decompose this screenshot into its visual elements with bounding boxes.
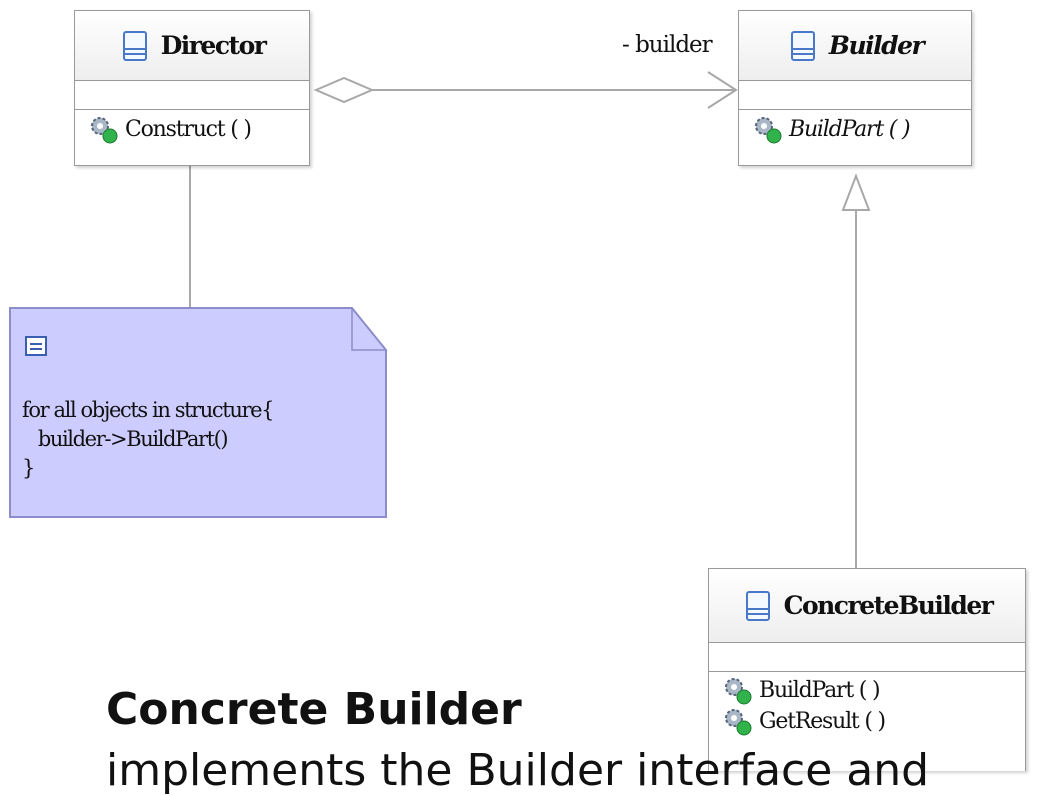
navigability-arrowhead bbox=[707, 71, 738, 109]
method-gear-icon bbox=[725, 677, 752, 704]
aggregation-diamond bbox=[313, 76, 375, 104]
builder-class[interactable]: Builder BuildPart ( ) bbox=[738, 10, 972, 166]
class-name: ConcreteBuilder bbox=[783, 591, 994, 620]
operation-buildpart[interactable]: BuildPart ( ) bbox=[723, 675, 1025, 706]
class-name: Builder bbox=[828, 31, 925, 60]
class-icon bbox=[790, 30, 815, 61]
class-header: ConcreteBuilder bbox=[709, 569, 1025, 643]
operations-compartment: BuildPart ( ) bbox=[739, 110, 971, 145]
class-header: Director bbox=[75, 11, 309, 81]
attributes-compartment bbox=[75, 81, 309, 110]
attributes-compartment bbox=[739, 81, 971, 110]
attributes-compartment bbox=[709, 643, 1025, 672]
association-role-label: - builder bbox=[622, 32, 713, 58]
method-gear-icon bbox=[91, 116, 118, 143]
slide-heading: Concrete Builder bbox=[106, 684, 522, 735]
operation-label: Construct ( ) bbox=[125, 117, 252, 142]
class-icon bbox=[122, 30, 147, 61]
generalization-arrowhead bbox=[841, 173, 871, 211]
operations-compartment: Construct ( ) bbox=[75, 110, 309, 145]
method-gear-icon bbox=[755, 116, 782, 143]
operation-label: GetResult ( ) bbox=[759, 709, 886, 734]
note-shape[interactable] bbox=[9, 307, 387, 518]
class-name: Director bbox=[160, 31, 267, 60]
operation-label: BuildPart ( ) bbox=[759, 678, 881, 703]
operation-construct[interactable]: Construct ( ) bbox=[89, 114, 309, 145]
operation-getresult[interactable]: GetResult ( ) bbox=[723, 706, 1025, 737]
method-gear-icon bbox=[725, 708, 752, 735]
operation-buildpart[interactable]: BuildPart ( ) bbox=[753, 114, 971, 145]
operation-label: BuildPart ( ) bbox=[789, 117, 911, 142]
director-class[interactable]: Director Construct ( ) bbox=[74, 10, 310, 166]
note-icon bbox=[25, 336, 47, 356]
connectors-layer bbox=[9, 71, 871, 568]
note-folded-corner bbox=[351, 308, 386, 351]
class-icon bbox=[745, 590, 770, 621]
operations-compartment: BuildPart ( ) GetResult ( ) bbox=[709, 672, 1025, 737]
concrete-builder-class[interactable]: ConcreteBuilder BuildPart ( ) GetResult … bbox=[708, 568, 1026, 771]
note-text: for all objects in structure{ builder->B… bbox=[22, 398, 274, 480]
class-header: Builder bbox=[739, 11, 971, 81]
